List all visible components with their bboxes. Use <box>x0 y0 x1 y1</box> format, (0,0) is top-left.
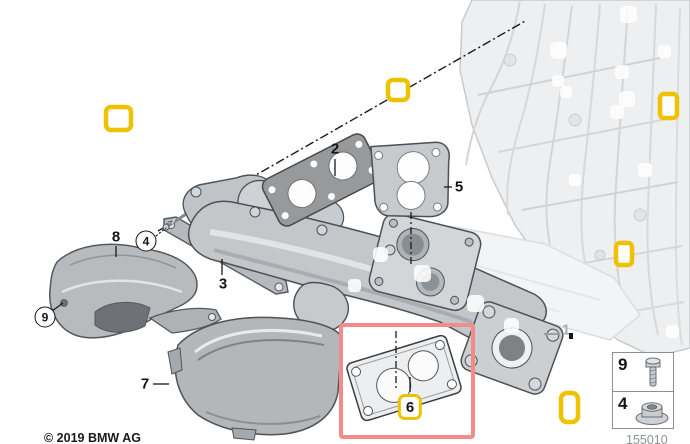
hotspot-marker <box>414 265 431 282</box>
hotspot-marker <box>610 105 624 119</box>
yellow-hotspot-square[interactable] <box>558 390 581 425</box>
callout-4-circled[interactable]: 4 <box>135 230 157 252</box>
active-hotspot-squares <box>103 77 680 425</box>
callout-9-circled[interactable]: 9 <box>34 306 56 328</box>
callout-5[interactable]: 5 <box>454 178 464 196</box>
gasket-6-illustration <box>346 334 462 422</box>
hotspot-marker <box>620 6 637 23</box>
legend-row-nut[interactable]: 4 <box>613 390 673 429</box>
callout-3[interactable]: 3 <box>218 275 228 293</box>
gasket-5-illustration <box>370 141 450 218</box>
legend-label-4: 4 <box>618 393 628 413</box>
hotspot-marker <box>619 91 635 107</box>
heat-shield-8-illustration <box>49 243 222 339</box>
hotspot-marker <box>658 45 671 58</box>
inactive-hotspot-markers <box>348 6 679 338</box>
hotspot-marker <box>615 65 629 79</box>
selection-highlight-box <box>339 323 475 439</box>
hotspot-marker <box>569 174 581 186</box>
yellow-hotspot-square[interactable] <box>657 91 680 121</box>
hotspot-marker <box>560 86 572 98</box>
flange-nut-icon <box>635 401 669 425</box>
sheet-number-text: 155010 <box>626 433 668 444</box>
fastener-legend-box: 9 4 <box>612 352 674 429</box>
yellow-hotspot-square[interactable] <box>613 240 635 268</box>
callout-1[interactable]: 1 <box>561 321 571 339</box>
yellow-hotspot-square[interactable] <box>385 77 411 103</box>
hotspot-marker <box>467 295 484 312</box>
leader-line-9 <box>51 302 64 312</box>
hotspot-marker <box>550 42 567 59</box>
hotspot-marker <box>552 75 564 87</box>
hotspot-marker <box>504 318 519 333</box>
hotspot-marker <box>638 163 652 177</box>
leader-lines <box>51 159 452 392</box>
heat-shield-7-illustration <box>167 316 343 441</box>
yellow-hotspot-square[interactable] <box>103 104 134 133</box>
exhaust-manifold-illustration <box>182 174 564 395</box>
hotspot-marker <box>666 325 679 338</box>
copyright-text: © 2019 BMW AG <box>44 431 141 444</box>
hex-head-bolt-icon <box>645 357 661 387</box>
stud-bolt-4-illustration <box>162 212 187 231</box>
legend-row-bolt[interactable]: 9 <box>613 353 673 391</box>
callout-7[interactable]: 7 <box>140 375 150 393</box>
callout-1-marker-square <box>569 333 573 339</box>
callout-6-boxed[interactable]: 6 <box>397 394 423 420</box>
legend-label-9: 9 <box>618 355 628 374</box>
hotspot-marker <box>348 279 361 292</box>
hotspot-marker <box>373 247 388 262</box>
callout-8[interactable]: 8 <box>111 228 121 246</box>
callout-2[interactable]: 2 <box>330 140 340 158</box>
